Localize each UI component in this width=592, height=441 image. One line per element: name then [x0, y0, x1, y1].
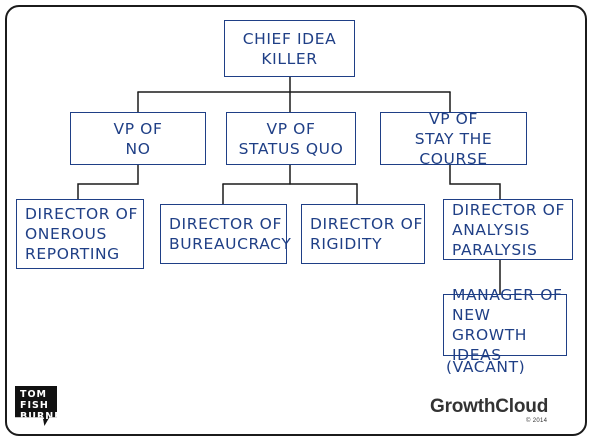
author-logo-line-1: TOM	[20, 389, 48, 400]
node-vp-of-stay-the-course-label: VP OF STAY THE COURSE	[414, 109, 493, 168]
node-director-onerous-reporting: DIRECTOR OF ONEROUS REPORTING	[16, 199, 144, 269]
node-director-bureaucracy-label: DIRECTOR OF BUREAUCRACY	[169, 215, 292, 253]
node-director-bureaucracy: DIRECTOR OF BUREAUCRACY	[160, 204, 291, 264]
node-chief-idea-killer-label: CHIEF IDEA KILLER	[242, 29, 337, 68]
author-logo-line-2: FISH	[20, 400, 49, 411]
node-vp-of-status-quo: VP OF STATUS QUO	[226, 112, 356, 165]
node-manager-new-growth-ideas: MANAGER OF NEW GROWTH IDEAS	[443, 286, 567, 364]
node-manager-new-growth-ideas-label: MANAGER OF NEW GROWTH IDEAS	[452, 286, 563, 364]
panel-border	[5, 5, 587, 436]
copyright-notice: © 2014	[526, 418, 548, 424]
node-director-rigidity-label: DIRECTOR OF RIGIDITY	[310, 215, 423, 253]
node-director-analysis-paralysis-label: DIRECTOR OF ANALYSIS PARALYSIS	[452, 200, 565, 259]
connector-vp-no-down	[77, 164, 139, 200]
connector-stay-course-down	[449, 164, 501, 200]
node-vp-of-no: VP OF NO	[70, 112, 206, 165]
vacant-note: (VACANT)	[446, 358, 526, 376]
node-vp-of-status-quo-label: VP OF STATUS QUO	[238, 119, 344, 158]
node-chief-idea-killer: CHIEF IDEA KILLER	[224, 20, 355, 77]
node-vp-of-stay-the-course: VP OF STAY THE COURSE	[380, 110, 527, 168]
node-director-rigidity: DIRECTOR OF RIGIDITY	[301, 204, 425, 264]
node-vp-of-no-label: VP OF NO	[113, 119, 163, 158]
author-logo-line-3: BURNE	[20, 411, 62, 422]
node-director-onerous-reporting-label: DIRECTOR OF ONEROUS REPORTING	[25, 205, 138, 263]
node-director-analysis-paralysis: DIRECTOR OF ANALYSIS PARALYSIS	[443, 199, 573, 260]
brand-logo: GrowthCloud	[430, 396, 549, 417]
